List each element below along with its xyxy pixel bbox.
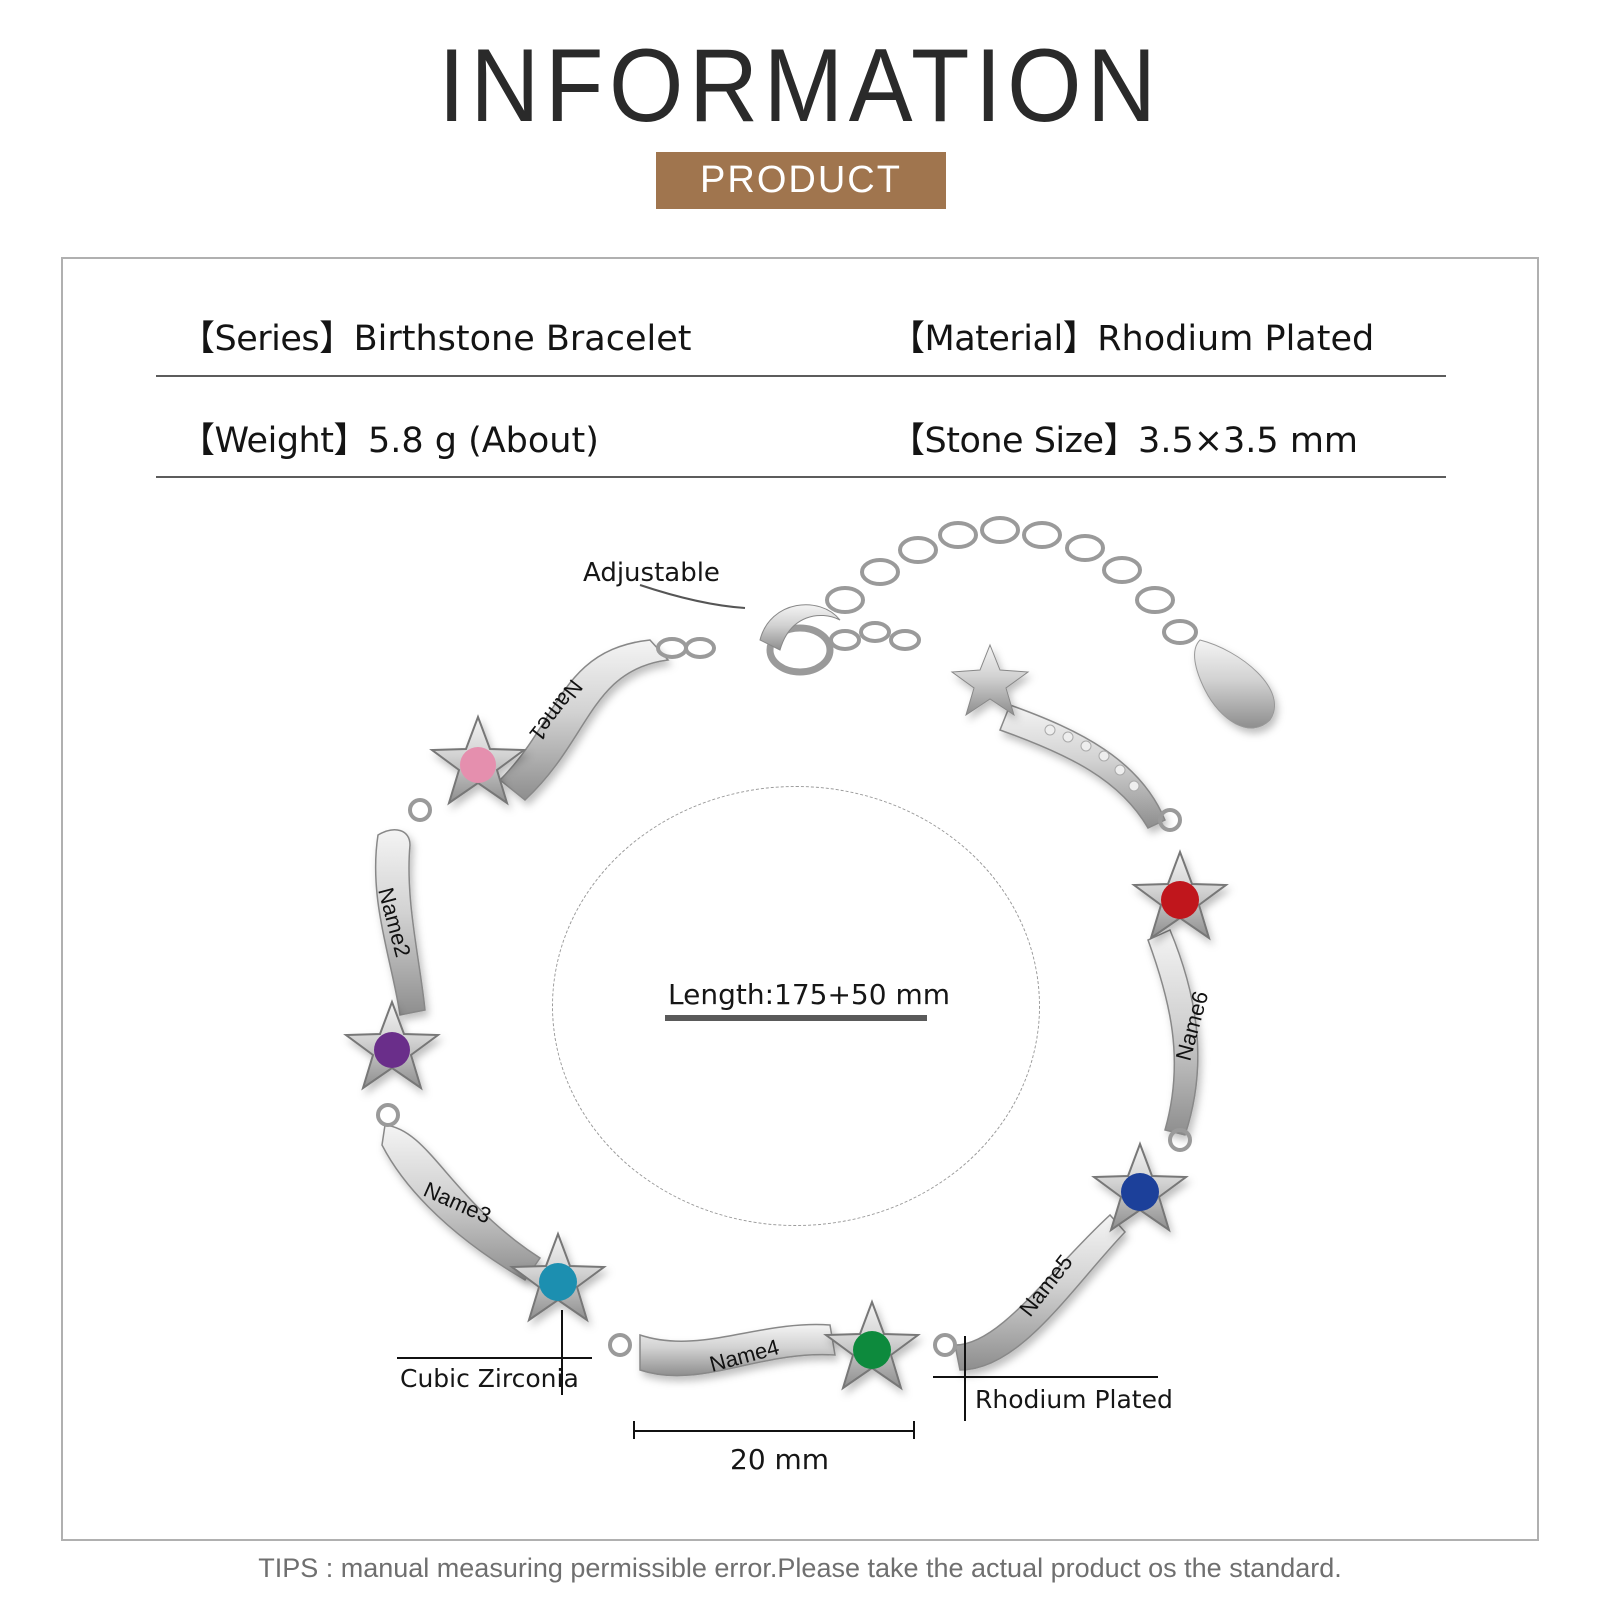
- width-tick-left: [633, 1421, 635, 1439]
- spec-material: 【Material】Rhodium Plated: [890, 322, 1374, 357]
- spec-value: Rhodium Plated: [1097, 319, 1375, 359]
- spec-value: Birthstone Bracelet: [353, 319, 692, 359]
- name-bar-5: [954, 1213, 1127, 1371]
- star-stone-green: [823, 1299, 921, 1391]
- length-underline: [665, 1015, 927, 1021]
- divider: [156, 375, 1446, 377]
- cz-leader-h: [397, 1357, 592, 1359]
- star-stone-blue: [1091, 1141, 1189, 1233]
- page-title: INFORMATION: [438, 28, 1162, 144]
- info-frame: [61, 257, 1539, 1541]
- adjustable-pointer: [639, 584, 746, 609]
- spec-key: 【Material】: [890, 319, 1098, 359]
- tips-footer: TIPS : manual measuring permissible erro…: [258, 1553, 1342, 1583]
- star-stone-red: [1131, 849, 1229, 941]
- length-label: Length:175+50 mm: [668, 978, 950, 1011]
- name-bar-1: [498, 639, 670, 801]
- plain-star: [950, 643, 1030, 717]
- name-bar-6: [1147, 928, 1199, 1136]
- cz-leader-v: [561, 1310, 563, 1395]
- star-stone-pink: [429, 714, 527, 806]
- width-dimension-line: [633, 1430, 913, 1432]
- teardrop-tag: [1194, 639, 1276, 729]
- adjustable-label: Adjustable: [583, 558, 720, 588]
- divider: [156, 476, 1446, 478]
- product-badge: PRODUCT: [656, 152, 946, 209]
- spec-series: 【Series】Birthstone Bracelet: [180, 322, 692, 357]
- name-bar-2: [374, 829, 426, 1016]
- spec-stone-size: 【Stone Size】3.5×3.5 mm: [890, 424, 1358, 459]
- spec-key: 【Stone Size】: [890, 421, 1139, 461]
- rhodium-label: Rhodium Plated: [975, 1385, 1173, 1414]
- star-stone-purple: [343, 999, 441, 1091]
- name-bar-4: [639, 1323, 836, 1377]
- spec-key: 【Series】: [180, 319, 354, 359]
- pave-bar: [999, 704, 1166, 829]
- spec-key: 【Weight】: [180, 421, 368, 461]
- rhodium-leader-h: [933, 1376, 1158, 1378]
- width-label: 20 mm: [730, 1443, 830, 1476]
- cubic-zirconia-label: Cubic Zirconia: [400, 1364, 579, 1393]
- spec-value: 5.8 g (About): [367, 421, 599, 461]
- width-tick-right: [913, 1421, 915, 1439]
- star-stone-aqua: [509, 1231, 607, 1323]
- wrist-circle: [552, 786, 1040, 1226]
- spec-weight: 【Weight】5.8 g (About): [180, 424, 599, 459]
- spec-value: 3.5×3.5 mm: [1138, 421, 1359, 461]
- lobster-clasp: [766, 624, 834, 676]
- rhodium-leader-v: [964, 1336, 966, 1421]
